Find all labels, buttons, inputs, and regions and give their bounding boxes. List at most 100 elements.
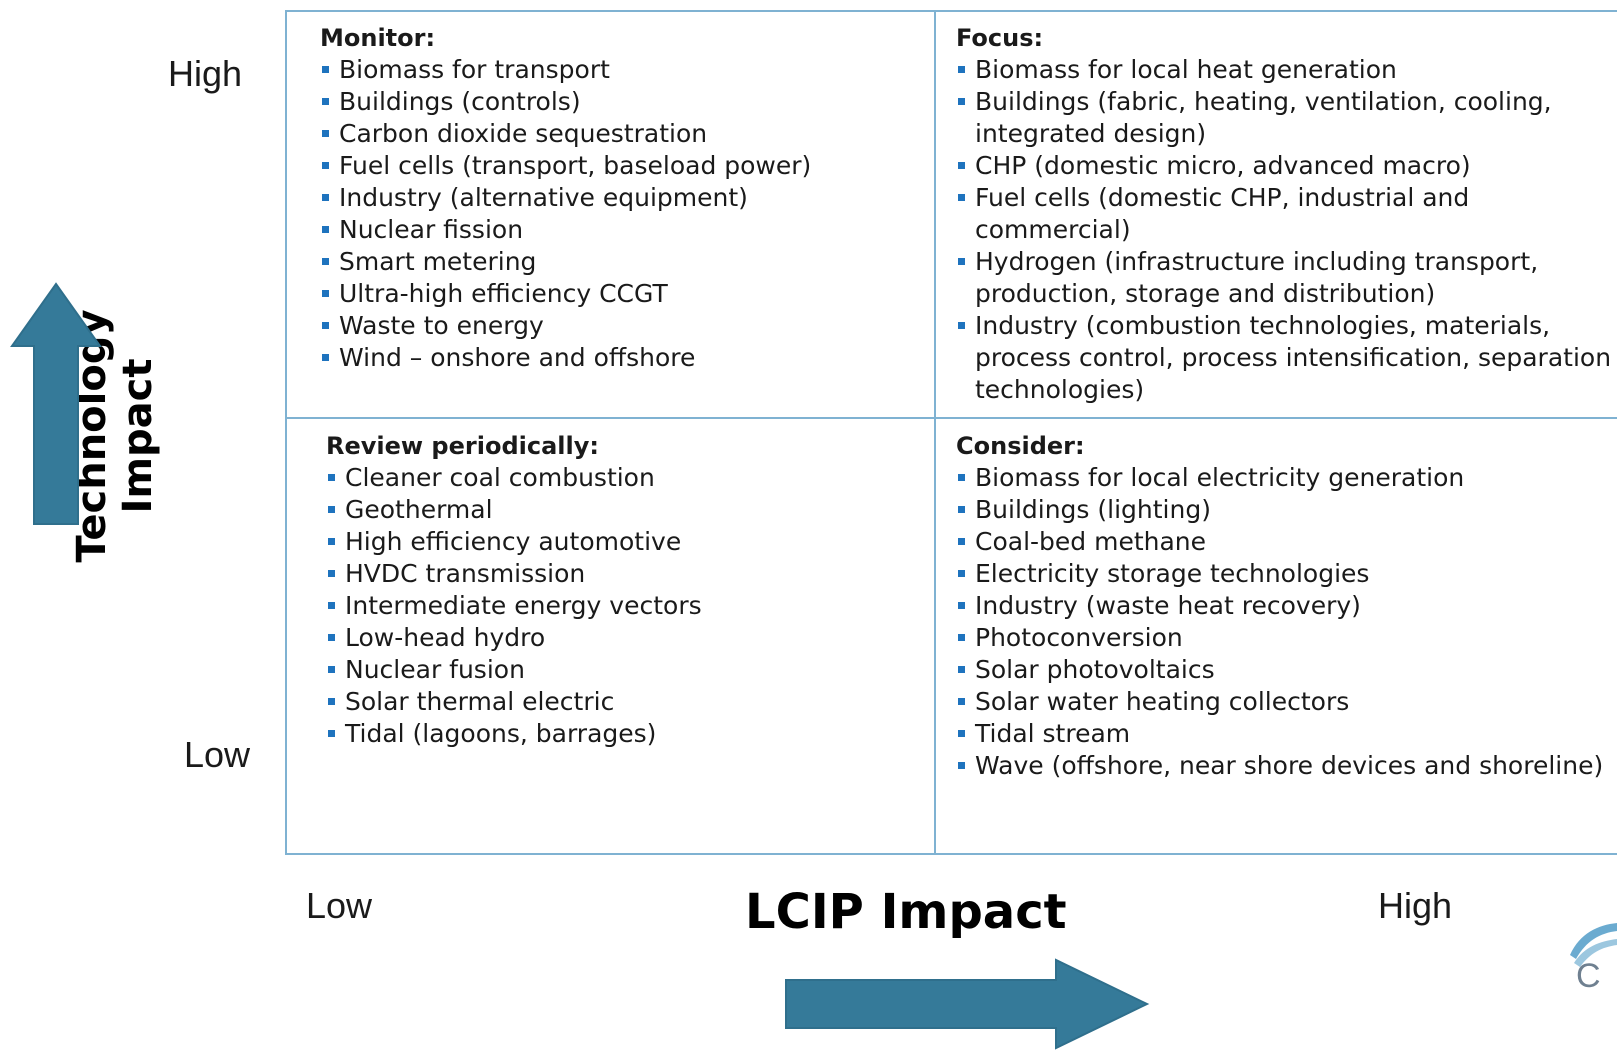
y-axis-low-label: Low — [184, 734, 251, 775]
list-item-text: Industry (alternative equipment) — [339, 183, 748, 212]
list-item-text: Buildings (controls) — [339, 87, 581, 116]
bullet-icon — [328, 730, 335, 737]
bullet-icon — [958, 194, 965, 201]
right-arrow-shape — [785, 958, 1150, 1050]
list-item: Nuclear fusion — [326, 654, 916, 686]
bullet-icon — [328, 634, 335, 641]
list-item: Fuel cells (domestic CHP, industrial and… — [956, 182, 1616, 246]
bullet-icon — [328, 698, 335, 705]
organization-logo: C — [1562, 915, 1617, 995]
logo-swoosh-icon — [1570, 923, 1617, 967]
bullet-icon — [328, 538, 335, 545]
bullet-icon — [958, 570, 965, 577]
vertical-divider — [934, 10, 936, 855]
list-item: Photoconversion — [956, 622, 1616, 654]
horizontal-divider — [285, 417, 1617, 419]
list-item: Hydrogen (infrastructure including trans… — [956, 246, 1616, 310]
y-axis-high-label: High — [168, 53, 243, 94]
list-item: Solar thermal electric — [326, 686, 916, 718]
list-item-text: Photoconversion — [975, 623, 1183, 652]
list-item: Solar photovoltaics — [956, 654, 1616, 686]
list-item: Wind – onshore and offshore — [320, 342, 920, 374]
list-item: Tidal stream — [956, 718, 1616, 750]
list-item: Fuel cells (transport, baseload power) — [320, 150, 920, 182]
bullet-icon — [958, 474, 965, 481]
list-item: Solar water heating collectors — [956, 686, 1616, 718]
bullet-icon — [958, 666, 965, 673]
list-item-text: Biomass for local heat generation — [975, 55, 1397, 84]
list-item: Smart metering — [320, 246, 920, 278]
list-item: Biomass for local heat generation — [956, 54, 1616, 86]
bullet-icon — [958, 634, 965, 641]
list-item: HVDC transmission — [326, 558, 916, 590]
logo-letter: C — [1576, 957, 1601, 995]
list-item: Cleaner coal combustion — [326, 462, 916, 494]
list-item: Geothermal — [326, 494, 916, 526]
quadrant-title-monitor: Monitor: — [320, 24, 436, 52]
bullet-icon — [328, 474, 335, 481]
list-item: Tidal (lagoons, barrages) — [326, 718, 916, 750]
list-item-text: Tidal (lagoons, barrages) — [345, 719, 657, 748]
list-item-text: Nuclear fusion — [345, 655, 525, 684]
list-item-text: Industry (waste heat recovery) — [975, 591, 1361, 620]
logo-swoosh-shape — [1570, 923, 1617, 959]
list-item-text: Smart metering — [339, 247, 537, 276]
list-item-text: Electricity storage technologies — [975, 559, 1370, 588]
bullet-icon — [328, 602, 335, 609]
bullet-icon — [328, 666, 335, 673]
bullet-icon — [958, 322, 965, 329]
bullet-icon — [958, 602, 965, 609]
list-item-text: Wave (offshore, near shore devices and s… — [975, 751, 1604, 780]
bullet-icon — [322, 98, 329, 105]
list-item-text: Ultra-high efficiency CCGT — [339, 279, 668, 308]
bullet-icon — [958, 98, 965, 105]
list-item-text: Industry (combustion technologies, mater… — [975, 311, 1612, 404]
list-item-text: Biomass for transport — [339, 55, 610, 84]
bullet-icon — [322, 226, 329, 233]
bullet-icon — [322, 258, 329, 265]
bullet-icon — [958, 66, 965, 73]
list-item-text: Fuel cells (domestic CHP, industrial and… — [975, 183, 1470, 244]
bullet-icon — [322, 322, 329, 329]
right-arrow-icon — [785, 958, 1150, 1050]
quadrant-consider: Consider: Biomass for local electricity … — [956, 430, 1616, 782]
list-item: Wave (offshore, near shore devices and s… — [956, 750, 1616, 782]
list-item-text: CHP (domestic micro, advanced macro) — [975, 151, 1471, 180]
list-item-text: Nuclear fission — [339, 215, 524, 244]
bullet-icon — [958, 538, 965, 545]
bullet-icon — [322, 290, 329, 297]
list-item: Buildings (lighting) — [956, 494, 1616, 526]
x-axis-high-label: High — [1378, 885, 1453, 926]
bullet-icon — [958, 762, 965, 769]
bullet-icon — [322, 354, 329, 361]
list-item-text: Cleaner coal combustion — [345, 463, 655, 492]
list-item: Buildings (fabric, heating, ventilation,… — [956, 86, 1616, 150]
list-item-text: Geothermal — [345, 495, 493, 524]
list-item: Electricity storage technologies — [956, 558, 1616, 590]
list-item-text: Buildings (fabric, heating, ventilation,… — [975, 87, 1552, 148]
list-item: Industry (combustion technologies, mater… — [956, 310, 1616, 406]
list-item-text: Biomass for local electricity generation — [975, 463, 1465, 492]
up-arrow-shape — [10, 282, 102, 525]
list-item: Intermediate energy vectors — [326, 590, 916, 622]
list-item-text: Carbon dioxide sequestration — [339, 119, 708, 148]
list-item: Ultra-high efficiency CCGT — [320, 278, 920, 310]
bullet-icon — [958, 258, 965, 265]
list-item-text: Solar water heating collectors — [975, 687, 1350, 716]
quadrant-title-consider: Consider: — [956, 432, 1085, 460]
list-item-text: Coal-bed methane — [975, 527, 1207, 556]
x-axis-title: LCIP Impact — [745, 884, 1067, 940]
list-item: Buildings (controls) — [320, 86, 920, 118]
bullet-icon — [958, 698, 965, 705]
bullet-icon — [958, 162, 965, 169]
quadrant-focus: Focus: Biomass for local heat generation… — [956, 22, 1616, 406]
bullet-icon — [958, 730, 965, 737]
list-item-text: High efficiency automotive — [345, 527, 682, 556]
list-item: Low-head hydro — [326, 622, 916, 654]
quadrant-title-review: Review periodically: — [326, 432, 599, 460]
list-item: Carbon dioxide sequestration — [320, 118, 920, 150]
